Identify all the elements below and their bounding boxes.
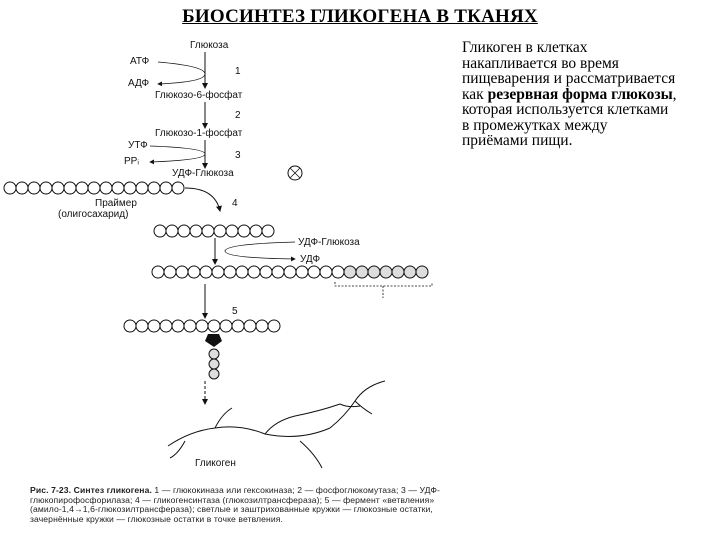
- chain-3: [151, 265, 429, 279]
- caption-title: Рис. 7-23. Синтез гликогена.: [30, 485, 152, 495]
- step-4-label: 4: [232, 198, 238, 209]
- description-part1: Гликоген в клетках накапливается во врем…: [462, 39, 676, 103]
- primer-label: Праймер: [95, 198, 137, 209]
- description-bold: резервная форма глюкозы: [487, 85, 673, 103]
- arrow-step4: [184, 187, 222, 212]
- g6p-label: Глюкозо-6-фосфат: [155, 89, 243, 101]
- g1p-label: Глюкозо-1-фосфат: [155, 127, 243, 139]
- glycogen-synthesis-diagram: Глюкоза 1 АТФ АДФ Глюкозо-6-фосфат 2 Глю…: [3, 40, 433, 469]
- figure-caption: Рис. 7-23. Синтез гликогена. 1 — глюкоки…: [30, 485, 441, 524]
- udp-label: УДФ: [300, 254, 320, 265]
- description-part2: , которая используется клетками в промеж…: [462, 85, 677, 149]
- udpg-label: УДФ-Глюкоза: [172, 168, 234, 179]
- utp-ppi-curve: [149, 145, 206, 165]
- chain-4: [123, 319, 281, 333]
- udpg-glucose-circle: [287, 165, 303, 181]
- branch-segment-bracket: [334, 282, 433, 298]
- atp-adp-curve: [157, 61, 206, 87]
- chain-2: [153, 224, 275, 238]
- atp-label: АТФ: [130, 56, 150, 67]
- step-1-label: 1: [235, 66, 241, 77]
- step-5-label: 5: [232, 306, 238, 317]
- page-title: БИОСИНТЕЗ ГЛИКОГЕНА В ТКАНЯХ: [182, 6, 538, 27]
- glucose-label: Глюкоза: [190, 40, 229, 51]
- caption-text: 1 — глюкокиназа или гексокиназа; 2 — фос…: [30, 485, 441, 524]
- branch-chain: [208, 348, 220, 380]
- glycogen-branched-structure: [167, 380, 386, 469]
- udpg-udp-curve: [224, 241, 296, 262]
- primer-chain: [3, 181, 185, 195]
- branch-point-residue: [205, 334, 222, 347]
- step-3-label: 3: [235, 150, 241, 161]
- udpg2-label: УДФ-Глюкоза: [298, 237, 360, 248]
- oligo-label: (олигосахарид): [58, 209, 128, 220]
- ppi-label: PPᵢ: [124, 156, 139, 167]
- utp-label: УТФ: [128, 140, 148, 151]
- description-text: Гликоген в клетках накапливается во врем…: [462, 40, 677, 149]
- step-2-label: 2: [235, 110, 241, 121]
- adp-label: АДФ: [128, 78, 150, 89]
- glycogen-label: Гликоген: [195, 458, 236, 469]
